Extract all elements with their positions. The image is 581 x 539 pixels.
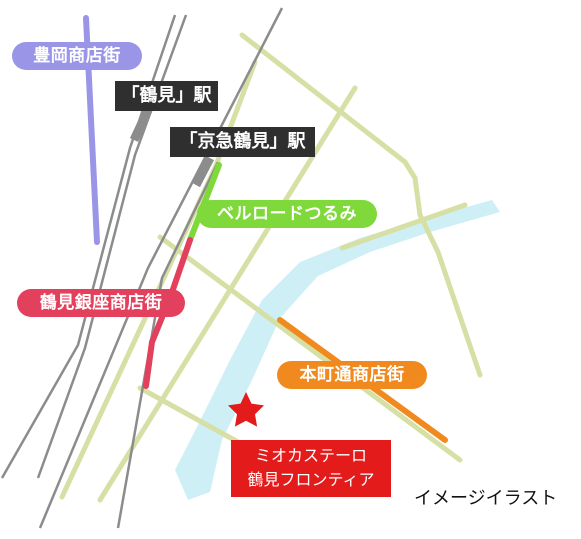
rail-line — [38, 7, 284, 529]
destination-name-line2: 鶴見フロンティア — [247, 470, 375, 489]
street-label-honcho: 本町通商店街 — [277, 361, 427, 389]
rail-line — [116, 161, 220, 529]
street-tsurumi-ginza-line — [143, 237, 193, 389]
illustration-note: イメージイラスト — [414, 488, 558, 509]
road — [157, 234, 463, 463]
station-platform-tsurumi — [129, 108, 153, 142]
road — [239, 32, 483, 378]
road — [339, 202, 468, 251]
destination-name-line1: ミオカステーロ — [254, 446, 367, 465]
street-label-toyooka: 豊岡商店街 — [12, 42, 142, 70]
road — [137, 385, 241, 445]
roads — [59, 32, 483, 503]
destination-label: ミオカステーロ 鶴見フロンティア — [231, 440, 391, 497]
star-icon — [228, 392, 264, 427]
station-label-tsurumi: 「鶴見」駅 — [115, 81, 218, 111]
street-label-tsurumi-ginza: 鶴見銀座商店街 — [17, 289, 185, 317]
street-label-bell-road: ベルロードつるみ — [197, 200, 377, 228]
station-label-keikyu-tsurumi: 「京急鶴見」駅 — [170, 127, 315, 157]
river — [175, 200, 500, 500]
station-platform-keikyu — [192, 155, 214, 188]
